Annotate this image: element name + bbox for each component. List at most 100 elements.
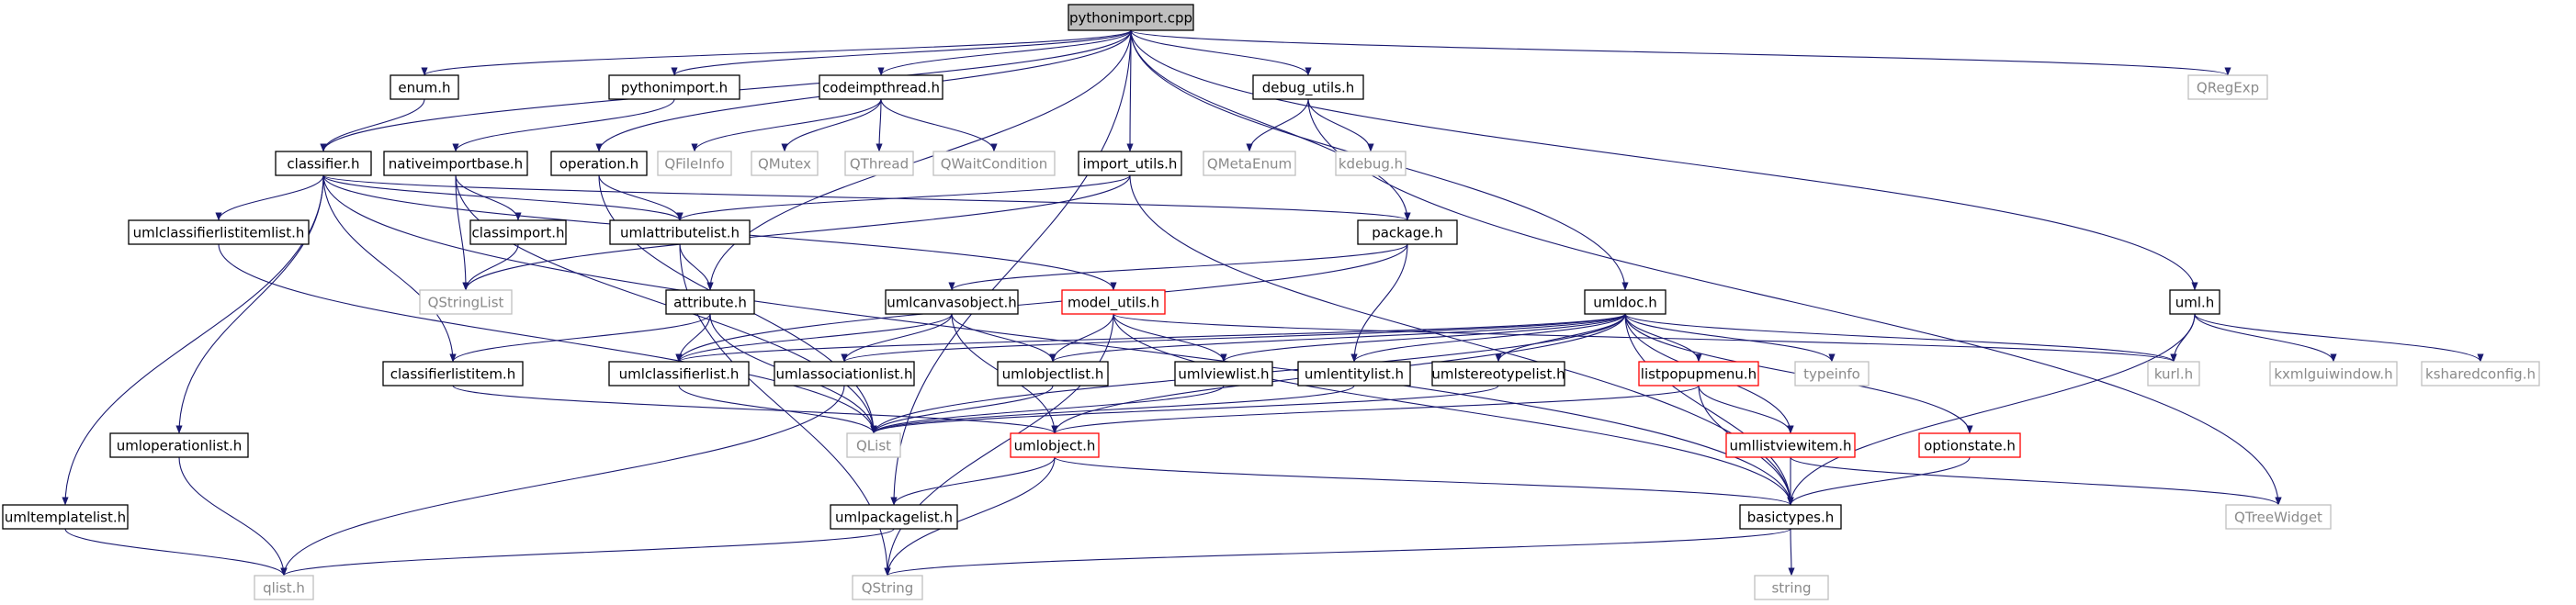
node-kurl-h: kurl.h bbox=[2147, 361, 2200, 387]
edge-pythonimport_cpp-to-codeimpthread_h bbox=[877, 29, 1132, 76]
edge-import_utils_h-to-umlattributelist_h bbox=[676, 174, 1131, 221]
edge-umldoc_h-to-listpopupmenu_h bbox=[1624, 313, 1702, 363]
edge-pythonimport_cpp-to-uml_h bbox=[1130, 29, 2198, 291]
node-enum-h[interactable]: enum.h bbox=[390, 74, 459, 100]
node-codeimpthread-h[interactable]: codeimpthread.h bbox=[819, 74, 943, 100]
node-label: QFileInfo bbox=[664, 156, 724, 173]
node-label: kxmlguiwindow.h bbox=[2274, 366, 2392, 383]
node-umlclassifierlist-h[interactable]: umlclassifierlist.h bbox=[608, 361, 750, 387]
node-operation-h[interactable]: operation.h bbox=[550, 151, 648, 176]
edge-pythonimport_cpp-to-enum_h bbox=[421, 29, 1132, 76]
node-label: umlentitylist.h bbox=[1305, 366, 1404, 383]
node-label: umlobjectlist.h bbox=[1002, 366, 1104, 383]
node-umlpackagelist-h[interactable]: umlpackagelist.h bbox=[830, 504, 958, 530]
node-label: QRegExp bbox=[2197, 80, 2259, 96]
node-box bbox=[254, 575, 314, 600]
node-box bbox=[665, 289, 755, 315]
node-import-utils-h[interactable]: import_utils.h bbox=[1078, 151, 1182, 176]
node-label: umlattributelist.h bbox=[620, 225, 740, 241]
node-label: QWaitCondition bbox=[941, 156, 1048, 173]
node-classifier-h[interactable]: classifier.h bbox=[275, 151, 372, 176]
node-umltemplatelist-h[interactable]: umltemplatelist.h bbox=[2, 504, 129, 530]
node-QString: QString bbox=[852, 575, 923, 600]
node-label: QStringList bbox=[428, 295, 504, 311]
node-label: enum.h bbox=[398, 80, 450, 96]
node-attribute-h[interactable]: attribute.h bbox=[665, 289, 755, 315]
edge-umlviewlist_h-to-QList bbox=[870, 385, 1225, 434]
node-box bbox=[1061, 289, 1166, 315]
node-package-h[interactable]: package.h bbox=[1357, 219, 1458, 245]
node-umlcanvasobject-h[interactable]: umlcanvasobject.h bbox=[885, 289, 1019, 315]
node-umldoc-h[interactable]: umldoc.h bbox=[1584, 289, 1666, 315]
node-umlclassifierlistitemlist-h[interactable]: umlclassifierlistitemlist.h bbox=[128, 219, 310, 245]
edge-package_h-to-umlentitylist_h bbox=[1350, 243, 1408, 363]
edge-package_h-to-umlclassifierlist_h bbox=[675, 243, 1408, 363]
edge-debug_utils_h-to-QMetaEnum bbox=[1246, 98, 1309, 152]
node-optionstate-h[interactable]: optionstate.h bbox=[1918, 432, 2021, 458]
node-label: umlviewlist.h bbox=[1178, 366, 1269, 383]
node-umllistviewitem-h[interactable]: umllistviewitem.h bbox=[1725, 432, 1856, 458]
node-box bbox=[1252, 74, 1364, 100]
node-basictypes-h[interactable]: basictypes.h bbox=[1739, 504, 1842, 530]
node-box bbox=[885, 289, 1019, 315]
node-ksharedconfig-h: ksharedconfig.h bbox=[2421, 361, 2540, 387]
file-nodes: pythonimport.cpp enum.h pythonimport.h code… bbox=[2, 4, 2540, 600]
edge-uml_h-to-ksharedconfig_h bbox=[2194, 313, 2484, 363]
node-nativeimportbase-h[interactable]: nativeimportbase.h bbox=[383, 151, 528, 176]
edge-umlobject_h-to-basictypes_h bbox=[1054, 456, 1794, 506]
edge-umldoc_h-to-umlstereotypelist_h bbox=[1495, 313, 1626, 363]
edge-classifier_h-to-umlattributelist_h bbox=[322, 174, 684, 221]
edge-umlentitylist_h-to-QList bbox=[870, 385, 1355, 434]
node-box bbox=[2225, 504, 2332, 530]
edge-classifier_h-to-classifierlistitem_h bbox=[322, 174, 457, 363]
node-label: codeimpthread.h bbox=[822, 80, 940, 96]
node-listpopupmenu-h[interactable]: listpopupmenu.h bbox=[1638, 361, 1759, 387]
node-umloperationlist-h[interactable]: umloperationlist.h bbox=[109, 432, 249, 458]
node-label: QTreeWidget bbox=[2234, 510, 2322, 526]
node-label: import_utils.h bbox=[1083, 156, 1178, 174]
node-box bbox=[390, 74, 459, 100]
node-label: kdebug.h bbox=[1339, 156, 1403, 173]
node-box bbox=[852, 575, 923, 600]
edge-uml_h-to-kxmlguiwindow_h bbox=[2194, 313, 2337, 363]
edge-nativeimportbase_h-to-classimport_h bbox=[455, 174, 522, 221]
node-umlentitylist-h[interactable]: umlentitylist.h bbox=[1297, 361, 1411, 387]
edge-model_utils_h-to-umlobjectlist_h bbox=[1049, 313, 1114, 363]
node-umlattributelist-h[interactable]: umlattributelist.h bbox=[609, 219, 751, 245]
node-pythonimport-h[interactable]: pythonimport.h bbox=[608, 74, 740, 100]
node-box bbox=[1297, 361, 1411, 387]
edge-umlstereotypelist_h-to-QList bbox=[870, 385, 1499, 434]
edge-umldoc_h-to-typeinfo bbox=[1624, 313, 1836, 363]
node-umlobjectlist-h[interactable]: umlobjectlist.h bbox=[997, 361, 1109, 387]
node-umlobject-h[interactable]: umlobject.h bbox=[1010, 432, 1100, 458]
node-classifierlistitem-h[interactable]: classifierlistitem.h bbox=[382, 361, 524, 387]
node-model-utils-h[interactable]: model_utils.h bbox=[1061, 289, 1166, 315]
node-box bbox=[2, 504, 129, 530]
node-label: classifier.h bbox=[287, 156, 359, 173]
node-label: string bbox=[1771, 580, 1811, 597]
node-pythonimport-cpp[interactable]: pythonimport.cpp bbox=[1068, 4, 1194, 31]
node-umlstereotypelist-h[interactable]: umlstereotypelist.h bbox=[1431, 361, 1565, 387]
node-label: listpopupmenu.h bbox=[1641, 366, 1757, 383]
edge-uml_h-to-basictypes_h bbox=[1787, 313, 2196, 506]
edge-classifierlistitem_h-to-umlobject_h bbox=[452, 385, 1058, 434]
node-label: umlclassifierlist.h bbox=[619, 366, 740, 383]
node-label: QMetaEnum bbox=[1207, 156, 1292, 173]
node-debug-utils-h[interactable]: debug_utils.h bbox=[1252, 74, 1364, 100]
node-box bbox=[2147, 361, 2200, 387]
node-QMetaEnum: QMetaEnum bbox=[1203, 151, 1296, 176]
node-QFileInfo: QFileInfo bbox=[657, 151, 732, 176]
node-box bbox=[109, 432, 249, 458]
node-umlviewlist-h[interactable]: umlviewlist.h bbox=[1174, 361, 1273, 387]
node-box bbox=[846, 432, 901, 458]
edge-umllistviewitem_h-to-QTreeWidget bbox=[1790, 456, 2282, 506]
node-uml-h[interactable]: uml.h bbox=[2169, 289, 2220, 315]
node-label: classifierlistitem.h bbox=[390, 366, 515, 383]
node-label: umloperationlist.h bbox=[117, 438, 243, 454]
node-label: QString bbox=[862, 580, 914, 597]
node-umlassociationlist-h[interactable]: umlassociationlist.h bbox=[774, 361, 915, 387]
edge-import_utils_h-to-QStringList bbox=[462, 174, 1131, 291]
node-box bbox=[419, 289, 513, 315]
node-classimport-h[interactable]: classimport.h bbox=[469, 219, 567, 245]
node-box bbox=[657, 151, 732, 176]
